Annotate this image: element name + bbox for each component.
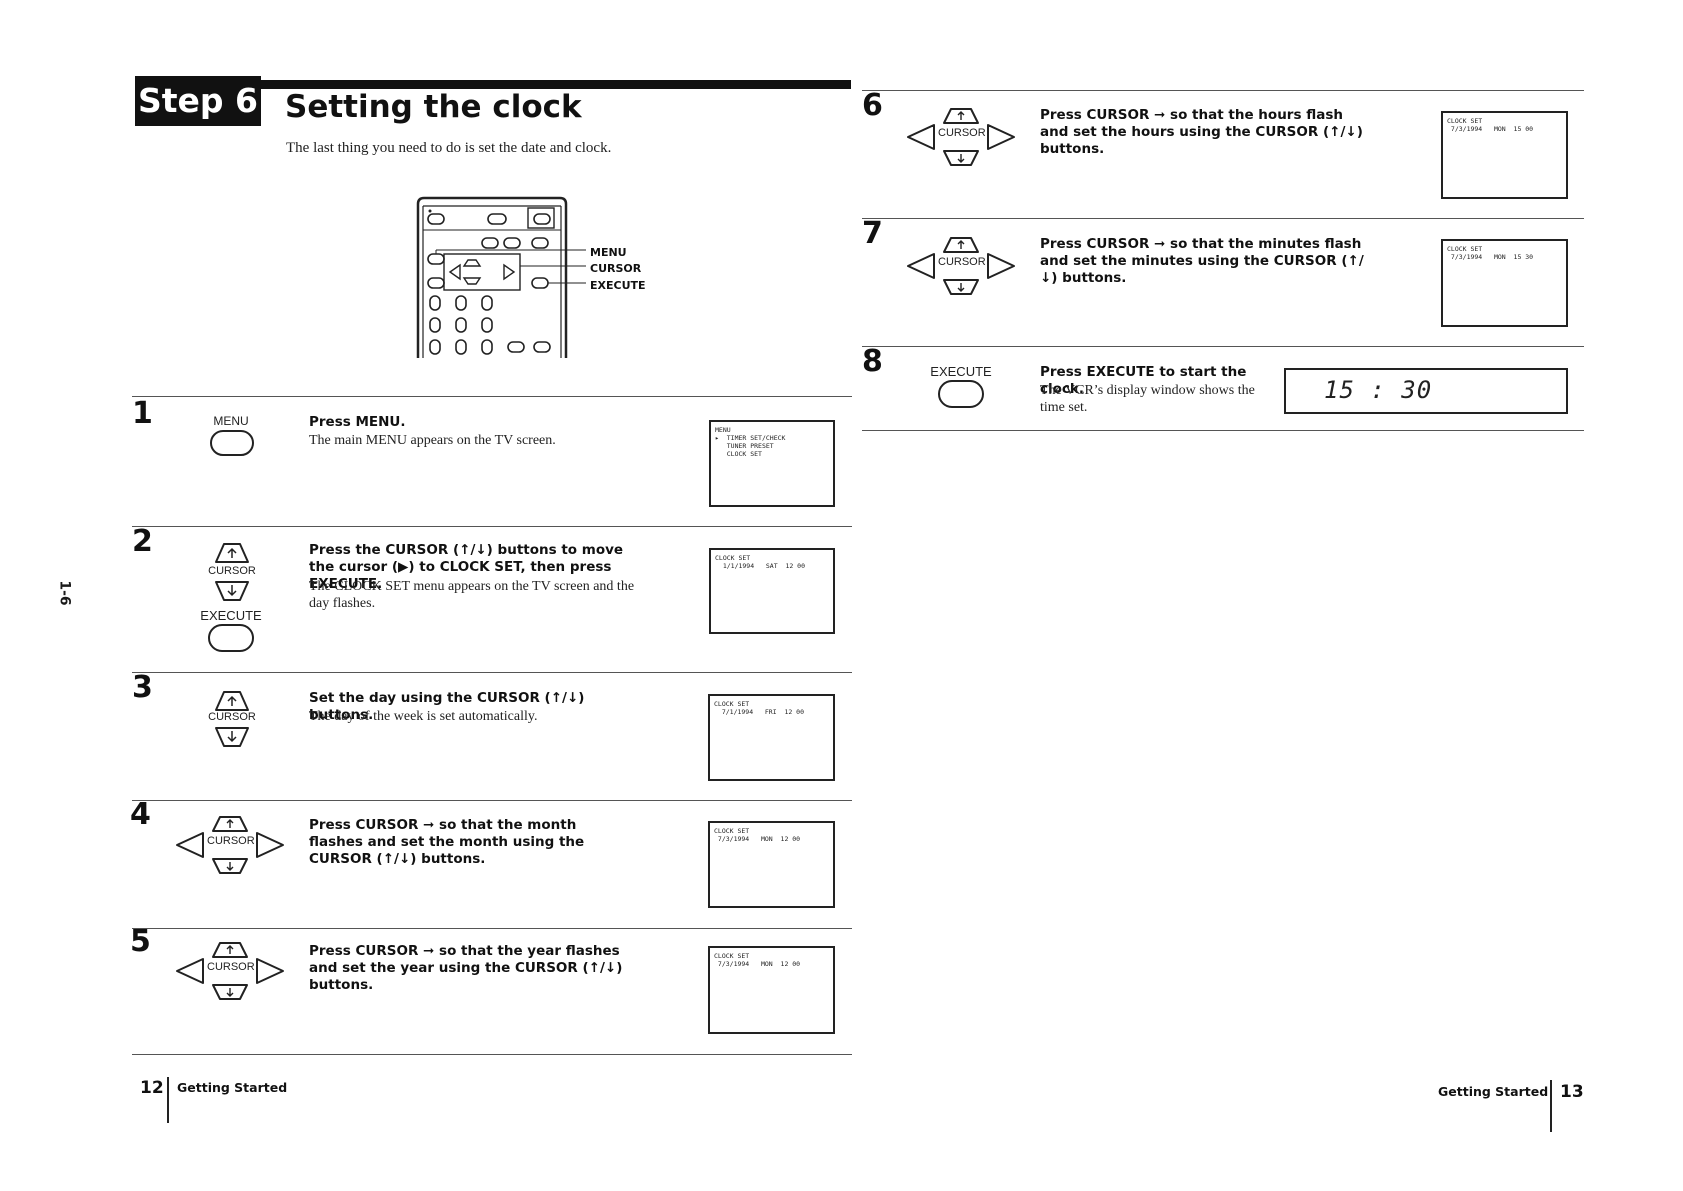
step-instruction: Press MENU.	[309, 414, 406, 430]
step-instruction: Press CURSOR ➞ so that the month flashes…	[309, 817, 585, 867]
cursor-pad-icon[interactable]	[906, 236, 1016, 296]
tv-screen: CLOCK SET 7/1/1994 FRI 12 00	[708, 694, 835, 781]
step-number: 6	[862, 88, 883, 123]
cursor-down-icon[interactable]	[214, 580, 250, 607]
remote-illustration	[416, 196, 656, 358]
cursor-pad-icon[interactable]	[906, 107, 1016, 167]
tv-screen-line: CLOCK SET	[1447, 245, 1483, 253]
divider	[862, 430, 1584, 431]
tv-screen: CLOCK SET 7/3/1994 MON 12 00	[708, 821, 835, 908]
cursor-button-label: CURSOR	[938, 256, 986, 268]
tv-screen: CLOCK SET 7/3/1994 MON 15 00	[1441, 111, 1568, 199]
step-description: The VCR’s display window shows the time …	[1040, 383, 1255, 415]
cursor-pad: CURSOR	[906, 236, 1016, 296]
step-number: 1	[132, 396, 153, 431]
tv-screen-line: 7/1/1994 FRI 12 00	[714, 708, 805, 716]
remote-label-menu: MENU	[590, 246, 627, 259]
menu-button-label: MENU	[213, 414, 249, 428]
remote-control-icon	[416, 196, 586, 358]
step-instruction: Set the day using the CURSOR (↑/↓) butto…	[309, 690, 585, 723]
divider	[132, 1054, 852, 1055]
tv-screen: CLOCK SET 7/3/1994 MON 12 00	[708, 946, 835, 1034]
tv-screen-line: TUNER PRESET	[715, 442, 774, 450]
footer-rule-right	[1550, 1080, 1552, 1132]
tv-screen-line: 7/3/1994 MON 12 00	[714, 960, 801, 968]
step-number: 4	[130, 797, 151, 832]
step-description: The day of the week is set automatically…	[309, 709, 538, 724]
step-number: 3	[132, 670, 153, 705]
divider	[132, 800, 852, 801]
tv-screen-line: CLOCK SET	[715, 554, 751, 562]
cursor-button-label: CURSOR	[208, 565, 256, 577]
cursor-pad-icon[interactable]	[175, 941, 285, 1001]
tv-screen-line: CLOCK SET	[715, 450, 762, 458]
cursor-button-label: CURSOR	[208, 711, 256, 723]
footer-section-left: Getting Started	[177, 1080, 288, 1095]
step-instruction: Press CURSOR ➞ so that the hours flash a…	[1040, 107, 1363, 157]
step-description: The main MENU appears on the TV screen.	[309, 433, 556, 448]
execute-button[interactable]	[938, 380, 984, 408]
tv-screen-line: 1/1/1994 SAT 12 00	[715, 562, 806, 570]
cursor-button-label: CURSOR	[207, 835, 255, 847]
step-instruction: Press CURSOR ➞ so that the minutes flash…	[1040, 236, 1364, 286]
remote-label-execute: EXECUTE	[590, 279, 646, 292]
divider	[862, 346, 1584, 347]
divider	[132, 928, 852, 929]
tv-screen-line: CLOCK SET	[714, 952, 750, 960]
step-number: 2	[132, 524, 153, 559]
cursor-button-label: CURSOR	[207, 961, 255, 973]
cursor-button-label: CURSOR	[938, 127, 986, 139]
execute-button[interactable]	[208, 624, 254, 652]
vcr-display-window: 15 : 30	[1284, 368, 1568, 414]
step-number: 8	[862, 344, 883, 379]
footer-section-right: Getting Started	[1438, 1084, 1549, 1099]
step-instruction: Press EXECUTE to start the clock.	[1040, 364, 1247, 397]
cursor-up-icon[interactable]	[214, 690, 250, 717]
tv-screen-line: CLOCK SET	[714, 700, 750, 708]
execute-button-label: EXECUTE	[200, 608, 262, 623]
tv-screen: CLOCK SET 1/1/1994 SAT 12 00	[709, 548, 835, 634]
cursor-pad-icon[interactable]	[175, 815, 285, 875]
remote-label-cursor: CURSOR	[590, 262, 642, 275]
cursor-pad: CURSOR	[906, 107, 1016, 167]
step-instruction: Press the CURSOR (↑/↓) buttons to move t…	[309, 542, 624, 592]
cursor-up-icon[interactable]	[214, 542, 250, 569]
tv-screen-line: CLOCK SET	[714, 827, 750, 835]
vcr-display-time: 15 : 30	[1324, 376, 1433, 404]
tv-screen-line: 7/3/1994 MON 15 00	[1447, 125, 1534, 133]
tv-screen-line: 7/3/1994 MON 12 00	[714, 835, 801, 843]
tv-screen-line: CLOCK SET	[1447, 117, 1483, 125]
divider	[132, 672, 852, 673]
tv-screen-line: ▸ TIMER SET/CHECK	[715, 434, 786, 442]
step-description: The CLOCK SET menu appears on the TV scr…	[309, 579, 635, 611]
page-title: Setting the clock	[285, 89, 582, 125]
tv-screen-line: MENU	[715, 426, 731, 434]
step-instruction: Press CURSOR ➞ so that the year flashes …	[309, 943, 623, 993]
divider	[132, 396, 852, 397]
divider	[132, 526, 852, 527]
execute-button-label: EXECUTE	[930, 364, 992, 379]
cursor-pad: CURSOR	[175, 941, 285, 1001]
page-number-left: 12	[140, 1078, 164, 1098]
page-number-right: 13	[1560, 1082, 1584, 1102]
intro-text: The last thing you need to do is set the…	[286, 140, 612, 156]
menu-button[interactable]	[210, 430, 254, 456]
tv-screen-line: 7/3/1994 MON 15 30	[1447, 253, 1534, 261]
cursor-down-icon[interactable]	[214, 726, 250, 753]
step-number: 5	[130, 924, 151, 959]
divider	[862, 218, 1584, 219]
footer-rule-left	[167, 1077, 169, 1123]
header-rule	[261, 80, 851, 89]
tv-screen: MENU ▸ TIMER SET/CHECK TUNER PRESET CLOC…	[709, 420, 835, 507]
side-page-label: 1-6	[56, 580, 73, 606]
cursor-pad: CURSOR	[175, 815, 285, 875]
tv-screen: CLOCK SET 7/3/1994 MON 15 30	[1441, 239, 1568, 327]
step-badge: Step 6	[135, 76, 261, 126]
divider	[862, 90, 1584, 91]
step-number: 7	[862, 216, 883, 251]
